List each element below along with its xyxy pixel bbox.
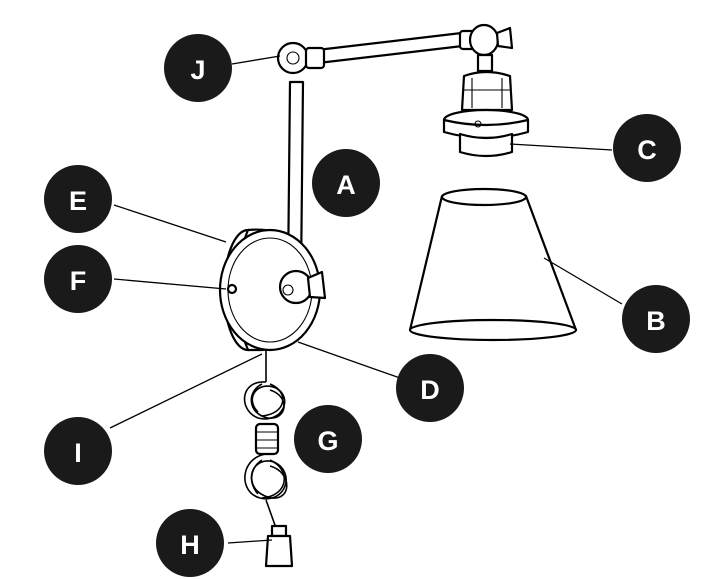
badge-f: F — [44, 245, 112, 313]
badge-h-label: H — [180, 530, 200, 560]
badge-e-label: E — [69, 186, 87, 216]
socket-c — [442, 70, 530, 158]
badge-b: B — [622, 285, 690, 353]
badge-d: D — [396, 354, 464, 422]
badge-j: J — [164, 34, 232, 102]
badge-e: E — [44, 165, 112, 233]
badge-c-label: C — [637, 135, 657, 165]
badge-f-label: F — [70, 266, 87, 296]
cord-g — [243, 350, 288, 529]
badge-b-label: B — [646, 306, 666, 336]
badge-a: A — [312, 149, 380, 217]
joint-j — [276, 41, 326, 75]
badge-j-label: J — [190, 55, 205, 85]
joint-lower — [278, 269, 327, 305]
badge-h: H — [156, 509, 224, 577]
leader-lines — [109, 55, 623, 544]
wall-plate — [218, 228, 322, 352]
badge-g-label: G — [317, 426, 338, 456]
joint-top-right — [458, 23, 514, 73]
upper-arm — [298, 30, 473, 67]
badge-a-label: A — [336, 170, 356, 200]
badge-g: G — [294, 405, 362, 473]
badge-i: I — [44, 417, 112, 485]
shade-b — [408, 187, 578, 342]
badge-i-label: I — [74, 438, 82, 468]
plug-h — [264, 524, 294, 568]
badge-c: C — [613, 114, 681, 182]
badge-d-label: D — [420, 375, 440, 405]
